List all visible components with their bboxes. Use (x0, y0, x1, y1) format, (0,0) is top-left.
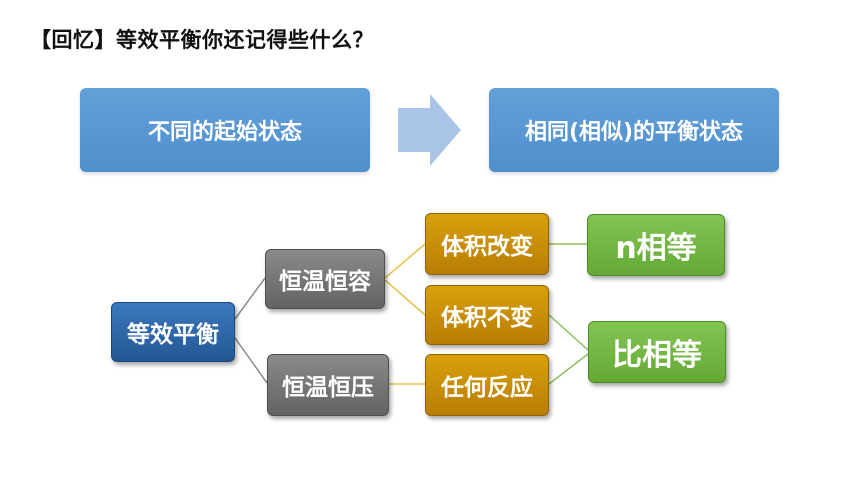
ratio-equal-box: 比相等 (588, 321, 726, 383)
connector-root-hp (234, 337, 268, 384)
ratio-equal-label: 比相等 (612, 338, 702, 373)
any-reaction-label: 任何反应 (441, 375, 533, 401)
any-reaction-box: 任何反应 (425, 354, 549, 416)
equivalent-equilibrium-label: 等效平衡 (127, 322, 219, 348)
connector-any-reaction-ratio-equal (548, 353, 589, 385)
n-equal-label: n相等 (615, 231, 697, 266)
constant-temp-volume-box: 恒温恒容 (265, 249, 385, 309)
connector-volume-same-ratio-equal (548, 314, 589, 351)
start-state-box: 不同的起始状态 (80, 88, 370, 172)
equilibrium-state-box: 相同(相似)的平衡状态 (489, 88, 779, 172)
start-state-label: 不同的起始状态 (147, 120, 302, 145)
connector-root-hv (234, 277, 266, 320)
connector-hv-volume-change (384, 243, 426, 279)
equilibrium-state-label: 相同(相似)的平衡状态 (524, 120, 744, 145)
n-equal-box: n相等 (587, 214, 725, 276)
volume-same-label: 体积不变 (441, 305, 533, 331)
constant-temp-pressure-box: 恒温恒压 (267, 354, 389, 416)
constant-temp-pressure-label: 恒温恒压 (282, 375, 374, 401)
connector-hv-volume-same (384, 279, 426, 316)
equivalent-equilibrium-box: 等效平衡 (111, 302, 235, 362)
volume-change-label: 体积改变 (441, 234, 533, 260)
volume-same-box: 体积不变 (425, 285, 549, 345)
page-title: 【回忆】等效平衡你还记得些什么？ (30, 28, 374, 52)
volume-change-box: 体积改变 (425, 213, 549, 275)
constant-temp-volume-label: 恒温恒容 (279, 269, 371, 295)
right-arrow-icon (398, 94, 461, 166)
